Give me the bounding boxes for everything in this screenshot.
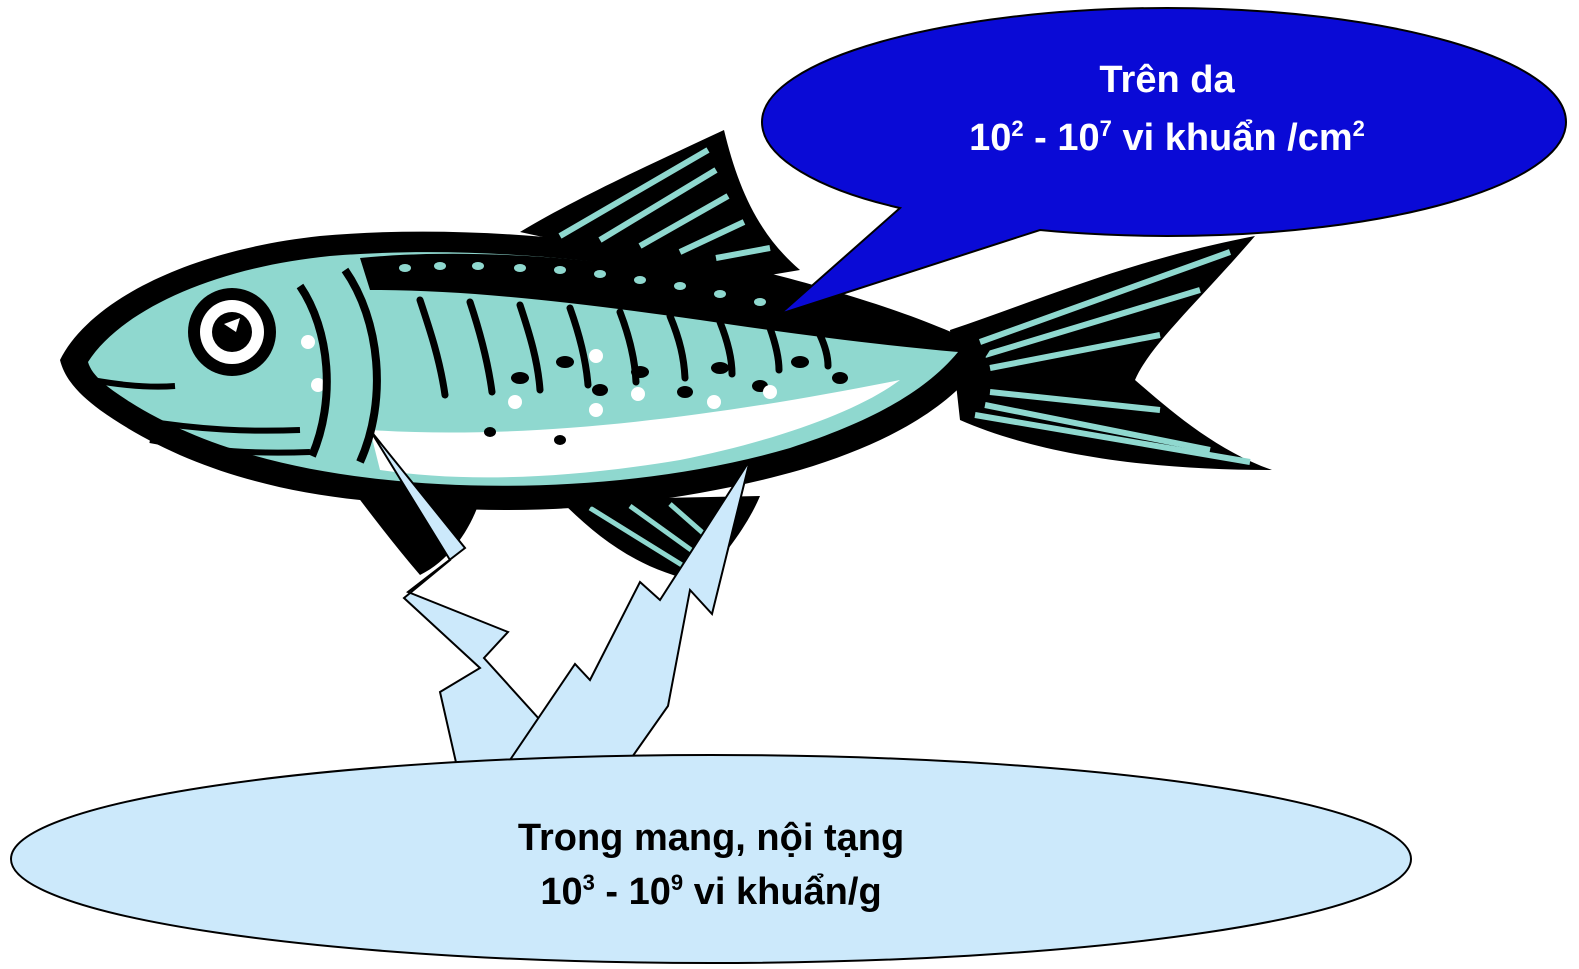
skin-count-exp-b: 7 <box>1100 116 1112 141</box>
internal-count-exp-a: 3 <box>583 870 595 895</box>
fish-eye-pupil <box>212 312 252 352</box>
internal-count-sep: - 10 <box>595 871 671 913</box>
skin-count-exp-a: 2 <box>1011 116 1023 141</box>
skin-count-sep: - 10 <box>1024 117 1100 159</box>
internal-count-exp-b: 9 <box>671 870 683 895</box>
skin-callout-count: 102 - 107 vi khuẩn /cm2 <box>969 116 1365 159</box>
internal-callout-bubble <box>11 755 1411 963</box>
internal-callout: Trong mang, nội tạng 103 - 109 vi khuẩn/… <box>11 755 1411 963</box>
internal-count-unit: vi khuẩn/g <box>683 871 881 913</box>
skin-count-base-a: 10 <box>969 117 1011 159</box>
skin-count-unit-exp: 2 <box>1353 116 1365 141</box>
internal-callout-title: Trong mang, nội tạng <box>518 817 904 859</box>
internal-count-base-a: 10 <box>540 871 582 913</box>
skin-count-unit: vi khuẩn /cm <box>1112 117 1353 159</box>
skin-callout-title: Trên da <box>1099 59 1235 101</box>
